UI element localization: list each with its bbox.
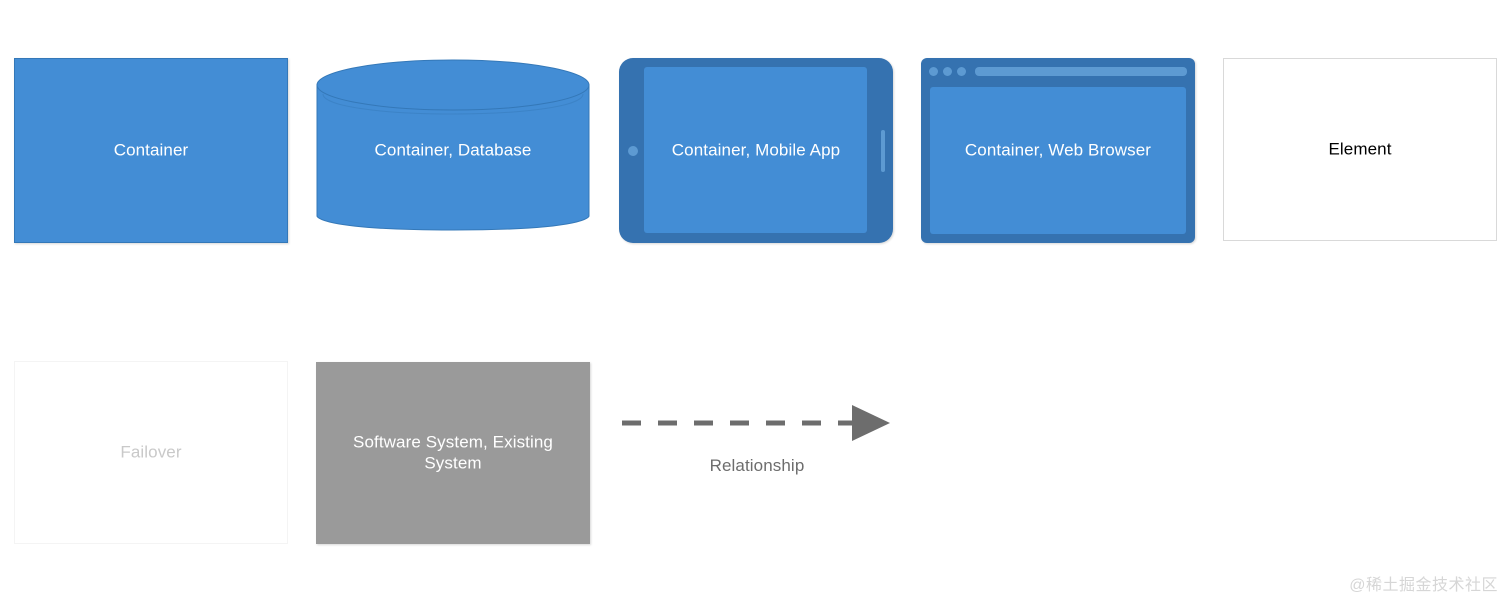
browser-dot-icon-1 — [929, 66, 938, 76]
legend-node-container[interactable]: Container — [14, 58, 288, 243]
legend-node-failover-label: Failover — [120, 442, 182, 462]
tablet-screen-icon — [644, 67, 867, 233]
legend-node-database[interactable]: Container, Database — [316, 58, 590, 244]
legend-node-failover[interactable]: Failover — [14, 361, 288, 544]
browser-address-bar — [975, 66, 1187, 76]
browser-dot-icon-2 — [943, 66, 952, 76]
legend-node-existing-system[interactable]: Software System, Existing System — [316, 362, 590, 544]
browser-viewport — [930, 87, 1186, 234]
legend-node-relationship[interactable]: Relationship — [612, 398, 902, 493]
legend-node-mobile-app[interactable]: Container, Mobile App — [619, 58, 893, 243]
legend-node-element[interactable]: Element — [1223, 58, 1497, 241]
dashed-arrow-icon — [622, 405, 890, 441]
legend-node-container-label: Container — [113, 140, 189, 160]
watermark: @稀土掘金技术社区 — [1349, 577, 1498, 594]
tablet-speaker-icon — [881, 129, 885, 172]
legend-node-element-label: Element — [1328, 139, 1392, 159]
browser-dot-icon-3 — [957, 66, 966, 76]
legend-node-existing-system-label: Software System, Existing System — [353, 432, 553, 472]
cylinder-icon — [316, 59, 590, 231]
legend-node-web-browser[interactable]: Container, Web Browser — [921, 58, 1195, 243]
tablet-home-button-icon — [628, 145, 638, 156]
legend-node-relationship-label: Relationship — [709, 456, 805, 475]
browser-titlebar — [921, 58, 1195, 84]
